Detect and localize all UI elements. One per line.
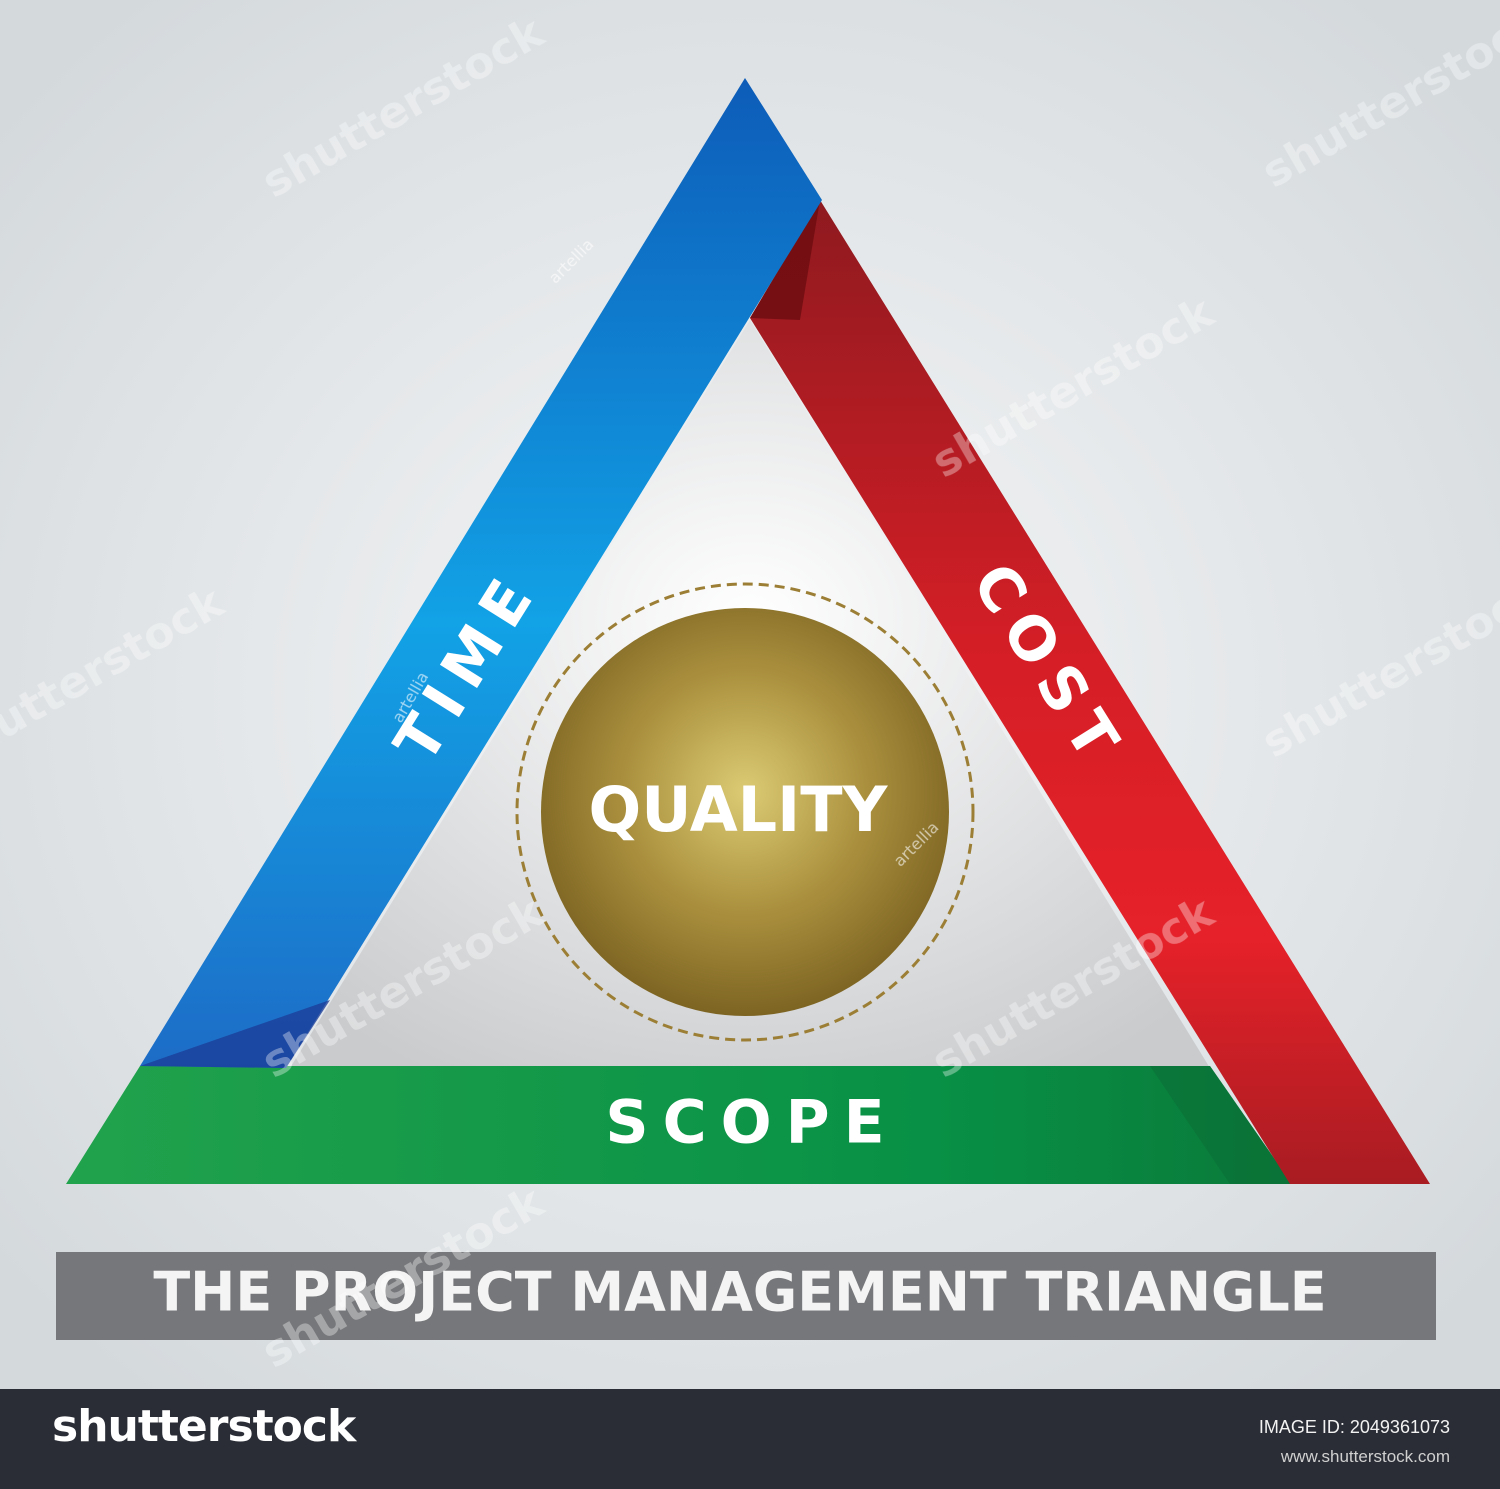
scope-label: SCOPE bbox=[605, 1088, 898, 1158]
diagram-title: THE PROJECT MANAGEMENT TRIANGLE bbox=[153, 1261, 1326, 1324]
triangle-diagram: TIME COST SCOPE QUALITY THE PROJECT MANA… bbox=[0, 0, 1500, 1389]
quality-label: QUALITY bbox=[589, 773, 889, 846]
time-band bbox=[140, 78, 822, 1068]
scope-band bbox=[66, 1066, 1292, 1184]
cost-band bbox=[750, 200, 1430, 1184]
quality-dashed-ring bbox=[515, 582, 975, 1042]
title-bar bbox=[56, 1252, 1436, 1340]
footer-url[interactable]: www.shutterstock.com bbox=[1280, 1447, 1450, 1466]
quality-circle bbox=[541, 608, 949, 1016]
shutterstock-logo[interactable]: shutterstock bbox=[52, 1401, 356, 1452]
time-band-fold bbox=[140, 1000, 330, 1068]
footer-bar: shutterstock IMAGE ID: 2049361073 www.sh… bbox=[0, 1389, 1500, 1489]
scope-band-shadow bbox=[1150, 1066, 1292, 1184]
image-id: IMAGE ID: 2049361073 bbox=[1258, 1417, 1450, 1437]
